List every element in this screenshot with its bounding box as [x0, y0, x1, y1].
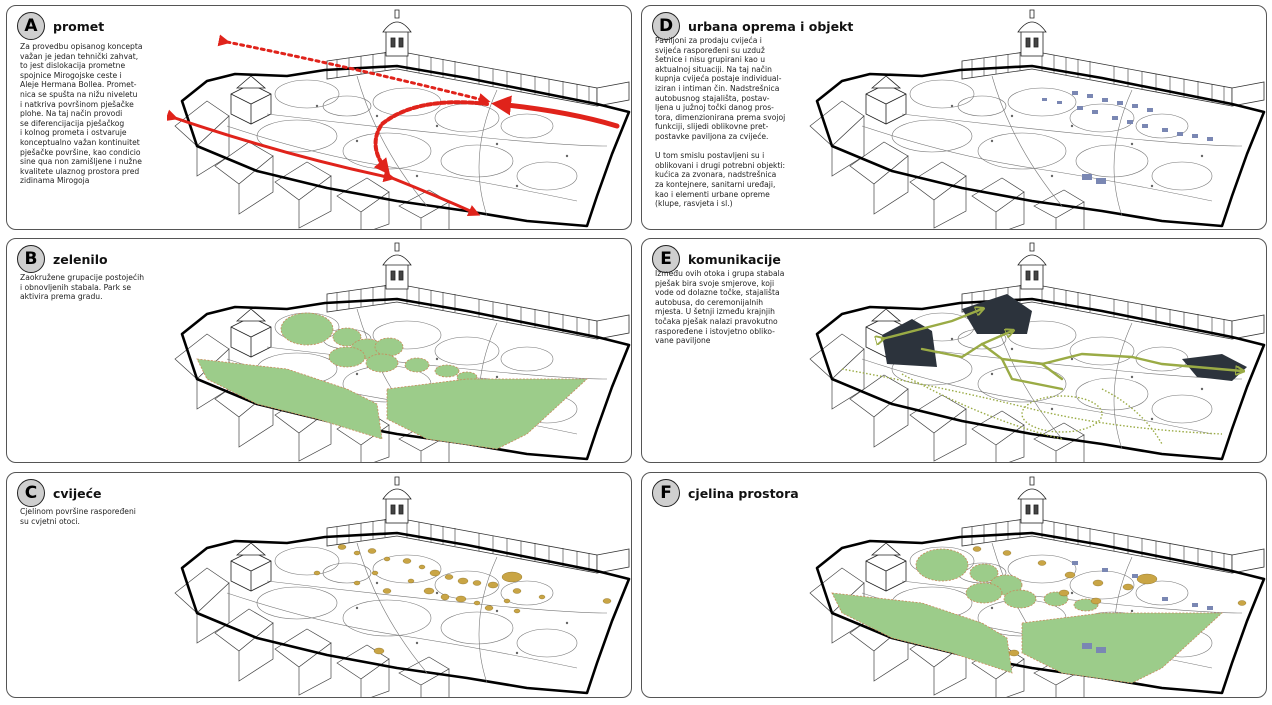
paths-diagram [808, 241, 1266, 462]
combined-flowers [972, 546, 1247, 657]
panel-letter-f: F [652, 479, 680, 507]
panel-letter-b: B [17, 245, 45, 273]
panel-title-cvijece: cvijeće [53, 485, 102, 501]
panel-header: B zelenilo [17, 245, 108, 273]
panel-title-urbana-oprema: urbana oprema i objekt [688, 18, 854, 34]
traffic-arrows [167, 34, 620, 217]
flower-islands [313, 544, 612, 655]
panel-header: F cjelina prostora [652, 479, 799, 507]
walking-paths [882, 309, 1242, 391]
panel-header: A promet [17, 12, 104, 40]
combined-diagram [808, 475, 1266, 697]
panel-komunikacije: E komunikacije Između ovih otoka i grupa… [641, 238, 1267, 463]
panel-text-zelenilo: Zaokružene grupacije postojećih i obnovl… [20, 273, 145, 302]
panel-letter-a: A [17, 12, 45, 40]
panel-text-cvijece: Cjelinom površine raspoređeni su cvjetni… [20, 507, 136, 526]
panel-title-komunikacije: komunikacije [688, 251, 781, 267]
panel-cvijece: C cvijeće Cjelinom površine raspoređeni … [6, 472, 632, 698]
tree-groups [196, 312, 589, 450]
flowers-diagram [173, 475, 631, 697]
panel-title-promet: promet [53, 18, 105, 34]
secondary-paths [841, 368, 1223, 445]
panel-title-zelenilo: zelenilo [53, 251, 108, 267]
panel-urbana-oprema: D urbana oprema i objekt Paviljoni za pr… [641, 5, 1267, 230]
panel-promet: A promet Za provedbu opisanog koncepta v… [6, 5, 632, 230]
panel-text-komunikacije: Između ovih otoka i grupa stabala pješak… [655, 269, 785, 346]
furniture-diagram [808, 8, 1266, 229]
panel-letter-e: E [652, 245, 680, 273]
panel-header: E komunikacije [652, 245, 781, 273]
panel-letter-d: D [652, 12, 680, 40]
panel-cjelina-prostora: F cjelina prostora [641, 472, 1267, 698]
panel-letter-c: C [17, 479, 45, 507]
combined-pavilions [1072, 561, 1213, 653]
panel-title-cjelina-prostora: cjelina prostora [688, 485, 799, 501]
flower-pavilions [1042, 91, 1213, 184]
greenery-diagram [173, 241, 631, 462]
combined-trees [831, 548, 1224, 684]
panel-zelenilo: B zelenilo Zaokružene grupacije postojeć… [6, 238, 632, 463]
panel-text-promet: Za provedbu opisanog koncepta važan je j… [20, 42, 143, 186]
traffic-diagram [167, 8, 631, 229]
panel-header: C cvijeće [17, 479, 102, 507]
panel-text-urbana-oprema: Paviljoni za prodaju cvijeća i svijeća r… [655, 36, 786, 209]
panel-header: D urbana oprema i objekt [652, 12, 853, 40]
